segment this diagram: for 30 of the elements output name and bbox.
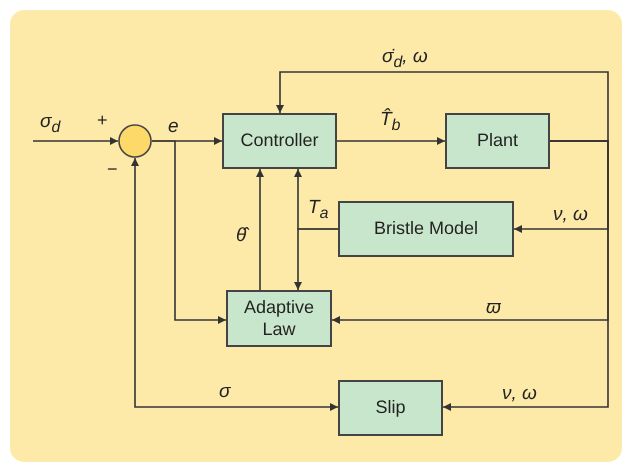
edge-label: ϖ: [486, 298, 501, 319]
arrow: [337, 137, 445, 145]
summing-junction: [118, 124, 152, 158]
arrow: [131, 158, 338, 411]
block: [338, 380, 443, 436]
arrow: [276, 71, 609, 142]
block-label: Controller: [240, 130, 319, 152]
edge-label: σ: [219, 382, 230, 403]
edge-label: e: [168, 117, 179, 138]
edge-label: σ$_{d}$: [40, 112, 60, 136]
arrow: [256, 169, 264, 290]
block-label: Slip: [375, 397, 406, 419]
block-label: Adaptive Law: [242, 296, 316, 340]
sign-label: +: [97, 111, 108, 129]
edge-label: σ̇$_{d}$, ω: [382, 47, 428, 72]
arrow: [152, 140, 226, 324]
block-label: Bristle Model: [374, 218, 478, 240]
edge-label: ν, ω: [553, 205, 588, 226]
arrow: [33, 137, 118, 145]
arrow: [443, 140, 609, 411]
block: [445, 113, 550, 169]
edge-label: T̂$_{b}$: [380, 110, 400, 134]
block-label: Plant: [476, 130, 518, 152]
edge-label: ν, ω: [502, 384, 537, 405]
block: [226, 290, 332, 347]
sign-label: −: [107, 160, 118, 178]
edge-label: T$_{a}$: [308, 198, 328, 222]
block: [222, 113, 337, 169]
arrow: [294, 228, 338, 290]
block: [338, 201, 514, 257]
